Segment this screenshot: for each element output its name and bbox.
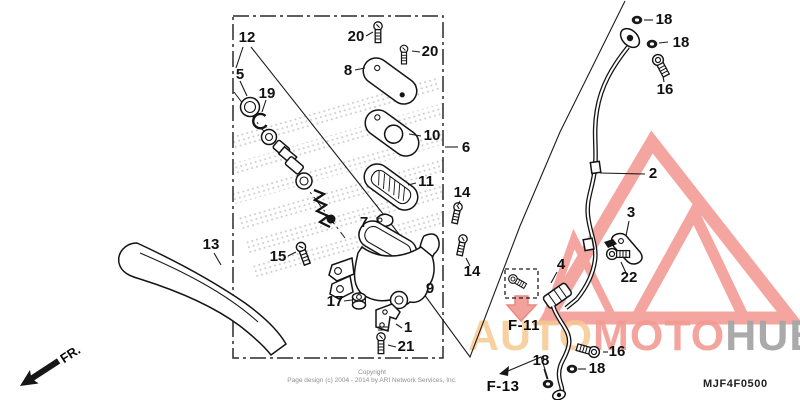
callout-17[interactable]: 17 — [327, 293, 344, 310]
callout-11[interactable]: 11 — [418, 173, 434, 190]
sealing-washer-part-18-bottom2 — [566, 364, 578, 374]
callout-5[interactable]: 5 — [236, 66, 244, 83]
callout-22[interactable]: 22 — [621, 269, 638, 286]
fr-label: FR. — [57, 342, 83, 366]
watermark-auto: AUTO — [468, 312, 593, 360]
sealing-washer-part-18-top2 — [646, 39, 658, 49]
master-cylinder-body-part-6 — [328, 220, 435, 310]
f11-detail-bolt — [506, 272, 528, 291]
callout-8[interactable]: 8 — [344, 62, 352, 79]
callout-6[interactable]: 6 — [462, 139, 470, 156]
callout-7[interactable]: 7 — [360, 214, 368, 231]
brake-hose-part-4 — [550, 305, 572, 400]
diaphragm-part-11 — [363, 163, 419, 211]
f11-detail-box — [504, 268, 539, 299]
callout-18-top2[interactable]: 18 — [673, 34, 690, 51]
callout-10[interactable]: 10 — [424, 127, 441, 144]
callout-18-top1[interactable]: 18 — [656, 11, 673, 28]
reservoir-cover-part-8 — [362, 57, 418, 105]
ref-f13[interactable]: F-13 — [487, 378, 520, 395]
copyright-line1: Copyright — [358, 369, 386, 376]
watermark-hub: HUB — [725, 312, 800, 360]
sensor-bracket-part-1 — [375, 303, 401, 332]
hose-routing-leader-line — [417, 0, 626, 359]
callout-20a[interactable]: 20 — [348, 28, 365, 45]
automotohub-triangle-logo — [536, 130, 800, 325]
sealing-washer-part-18-top1 — [631, 15, 643, 25]
sealing-washer-part-18-bottom1 — [542, 379, 554, 389]
callout-12[interactable]: 12 — [239, 29, 256, 46]
fr-arrow-icon — [20, 358, 61, 386]
copyright-line2: Page design (c) 2004 - 2014 by ARI Netwo… — [287, 377, 457, 384]
fr-direction-indicator: FR. — [20, 342, 83, 386]
f13-leader — [499, 356, 549, 380]
pivot-nut-part-17 — [351, 292, 367, 310]
piston-washer — [260, 128, 278, 146]
cover-screw-part-20b — [399, 44, 409, 65]
cover-screw-part-20a — [373, 21, 383, 44]
callout-16-bottom[interactable]: 16 — [609, 343, 626, 360]
callout-9[interactable]: 9 — [426, 280, 434, 297]
hose-joint-part-4 — [542, 282, 573, 309]
callout-1[interactable]: 1 — [404, 319, 412, 336]
piston-seal-cup — [295, 172, 313, 190]
master-cylinder-spring — [312, 188, 336, 229]
diagram-code: MJF4F0500 — [703, 378, 768, 390]
callout-18-bottom1[interactable]: 18 — [533, 352, 550, 369]
clamp-bolt-part-14a — [449, 201, 464, 225]
circlip-part-19 — [252, 112, 268, 130]
callout-4[interactable]: 4 — [557, 256, 566, 273]
callout-14a[interactable]: 14 — [454, 184, 471, 201]
banjo-bolt-part-16-top — [649, 51, 672, 79]
callout-14b[interactable]: 14 — [464, 263, 481, 280]
bracket-bolt-part-21 — [376, 332, 386, 355]
callout-15[interactable]: 15 — [270, 248, 287, 265]
brake-hose-part-2 — [564, 27, 641, 310]
clamp-bolt-part-22 — [605, 247, 631, 261]
callout-20b[interactable]: 20 — [422, 43, 439, 60]
watermark-moto: MOTO — [593, 312, 725, 360]
reservoir-cap-part-5 — [239, 96, 261, 118]
callout-16-top[interactable]: 16 — [657, 81, 674, 98]
callout-18-bottom2[interactable]: 18 — [589, 360, 606, 377]
hose-clamp-part-3 — [604, 232, 643, 265]
automotohub-watermark: AUTOMOTOHUB — [468, 312, 800, 360]
brake-lever-part-13 — [117, 242, 287, 357]
callout-3[interactable]: 3 — [627, 204, 635, 221]
ref-f11[interactable]: F-11 — [508, 317, 540, 334]
callout-21[interactable]: 21 — [398, 338, 415, 355]
clamp-bolt-part-14b — [454, 233, 469, 257]
callout-2[interactable]: 2 — [649, 165, 657, 182]
callout-19[interactable]: 19 — [259, 85, 276, 102]
phantom-assembly-box — [232, 15, 444, 359]
piston-assembly — [272, 139, 305, 175]
callout-13[interactable]: 13 — [203, 236, 220, 253]
cover-plate-part-10 — [364, 109, 420, 157]
